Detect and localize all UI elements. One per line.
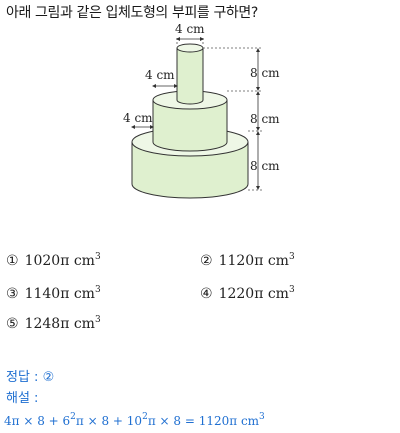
- explanation-label: 해설 :: [6, 391, 39, 406]
- stacked-cylinders-figure: 4 cm 4 cm 4 cm 8 cm 8 cm 8 cm: [123, 22, 280, 199]
- question-text: 아래 그림과 같은 입체도형의 부피를 구하면?: [6, 5, 258, 21]
- top-width-label: 4 cm: [175, 22, 205, 36]
- height-label-2: 8 cm: [250, 112, 280, 126]
- height-label-3: 8 cm: [250, 159, 280, 173]
- top-cylinder: [176, 43, 204, 105]
- solution-formula: 4π × 8 + 62π × 8 + 102π × 8 = 1120π cm3: [4, 412, 265, 428]
- left-label-2: 4 cm: [123, 111, 153, 125]
- answer-line: 정답 : ②: [6, 370, 55, 385]
- left-label-1: 4 cm: [145, 68, 175, 82]
- height-label-1: 8 cm: [250, 66, 280, 80]
